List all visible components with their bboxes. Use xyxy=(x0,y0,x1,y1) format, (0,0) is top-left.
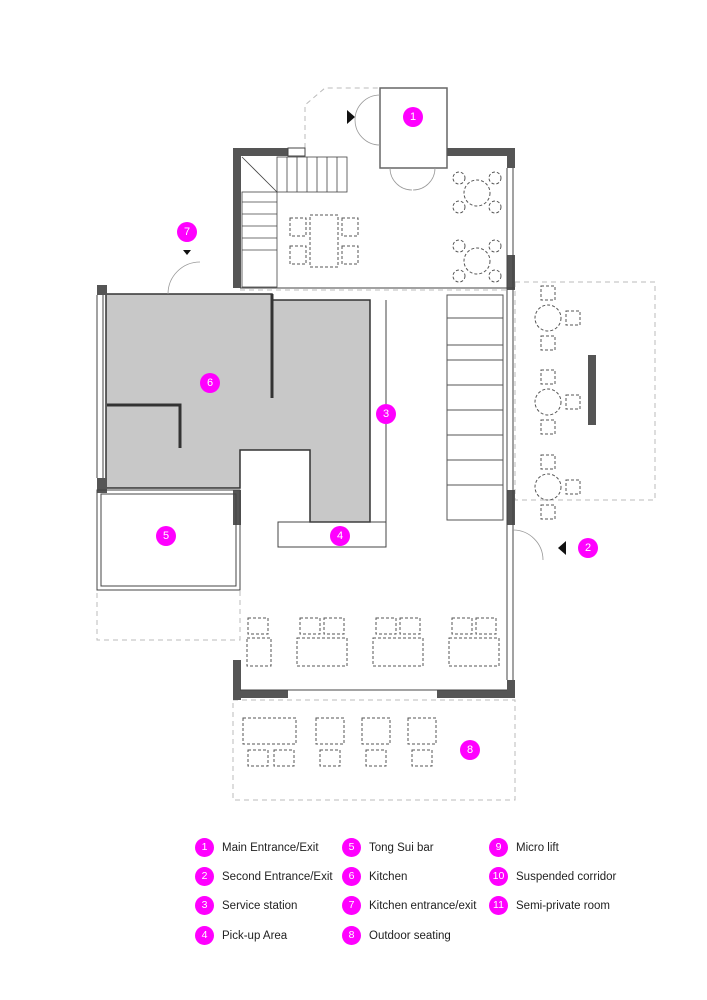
legend-label: Tong Sui bar xyxy=(369,841,434,854)
marker-kitchen: 6 xyxy=(200,373,220,393)
legend-item: 2 Second Entrance/Exit xyxy=(195,867,333,886)
legend-number: 10 xyxy=(489,867,508,886)
marker-kitchen-entrance: 7 xyxy=(177,222,197,242)
booth-seating xyxy=(446,294,504,521)
legend-label: Main Entrance/Exit xyxy=(222,841,319,854)
legend-item: 1 Main Entrance/Exit xyxy=(195,838,319,857)
dashed-boundaries xyxy=(96,87,656,801)
legend-item: 11 Semi-private room xyxy=(489,896,610,915)
legend-item: 8 Outdoor seating xyxy=(342,926,451,945)
legend-item: 6 Kitchen xyxy=(342,867,407,886)
legend-number: 3 xyxy=(195,896,214,915)
legend-label: Pick-up Area xyxy=(222,929,288,942)
legend-item: 3 Service station xyxy=(195,896,297,915)
kitchen-area xyxy=(105,293,371,523)
legend-label: Second Entrance/Exit xyxy=(222,870,333,883)
legend-label: Service station xyxy=(222,899,298,912)
legend-number: 4 xyxy=(195,926,214,945)
staircase xyxy=(241,156,348,288)
legend-label: Outdoor seating xyxy=(369,929,451,942)
legend-label: Kitchen xyxy=(369,870,408,883)
legend-item: 7 Kitchen entrance/exit xyxy=(342,896,476,915)
legend-number: 8 xyxy=(342,926,361,945)
entrance-arrow-2-icon xyxy=(558,541,566,555)
kitchen-entrance-arrow-icon xyxy=(183,250,191,255)
furniture xyxy=(242,171,581,767)
marker-service-station: 3 xyxy=(376,404,396,424)
legend-label: Micro lift xyxy=(516,841,559,854)
main-entrance-vestibule xyxy=(379,87,448,169)
entrance-arrow-icon xyxy=(347,110,355,124)
legend-label: Suspended corridor xyxy=(516,870,617,883)
legend-item: 9 Micro lift xyxy=(489,838,559,857)
door-swings xyxy=(167,94,544,561)
legend-number: 2 xyxy=(195,867,214,886)
marker-main-entrance: 1 xyxy=(403,107,423,127)
kitchen-inner-walls xyxy=(107,294,274,448)
legend-label: Kitchen entrance/exit xyxy=(369,899,477,912)
legend-number: 5 xyxy=(342,838,361,857)
marker-second-entrance: 2 xyxy=(578,538,598,558)
walls xyxy=(97,148,596,700)
legend-label: Semi-private room xyxy=(516,899,610,912)
marker-tong-sui-bar: 5 xyxy=(156,526,176,546)
legend-number: 6 xyxy=(342,867,361,886)
legend-item: 4 Pick-up Area xyxy=(195,926,287,945)
marker-outdoor-seating: 8 xyxy=(460,740,480,760)
legend-number: 9 xyxy=(489,838,508,857)
legend-number: 7 xyxy=(342,896,361,915)
legend-item: 10 Suspended corridor xyxy=(489,867,616,886)
legend-number: 11 xyxy=(489,896,508,915)
legend-item: 5 Tong Sui bar xyxy=(342,838,434,857)
wall-lines xyxy=(96,147,515,691)
marker-pickup-area: 4 xyxy=(330,526,350,546)
legend-number: 1 xyxy=(195,838,214,857)
